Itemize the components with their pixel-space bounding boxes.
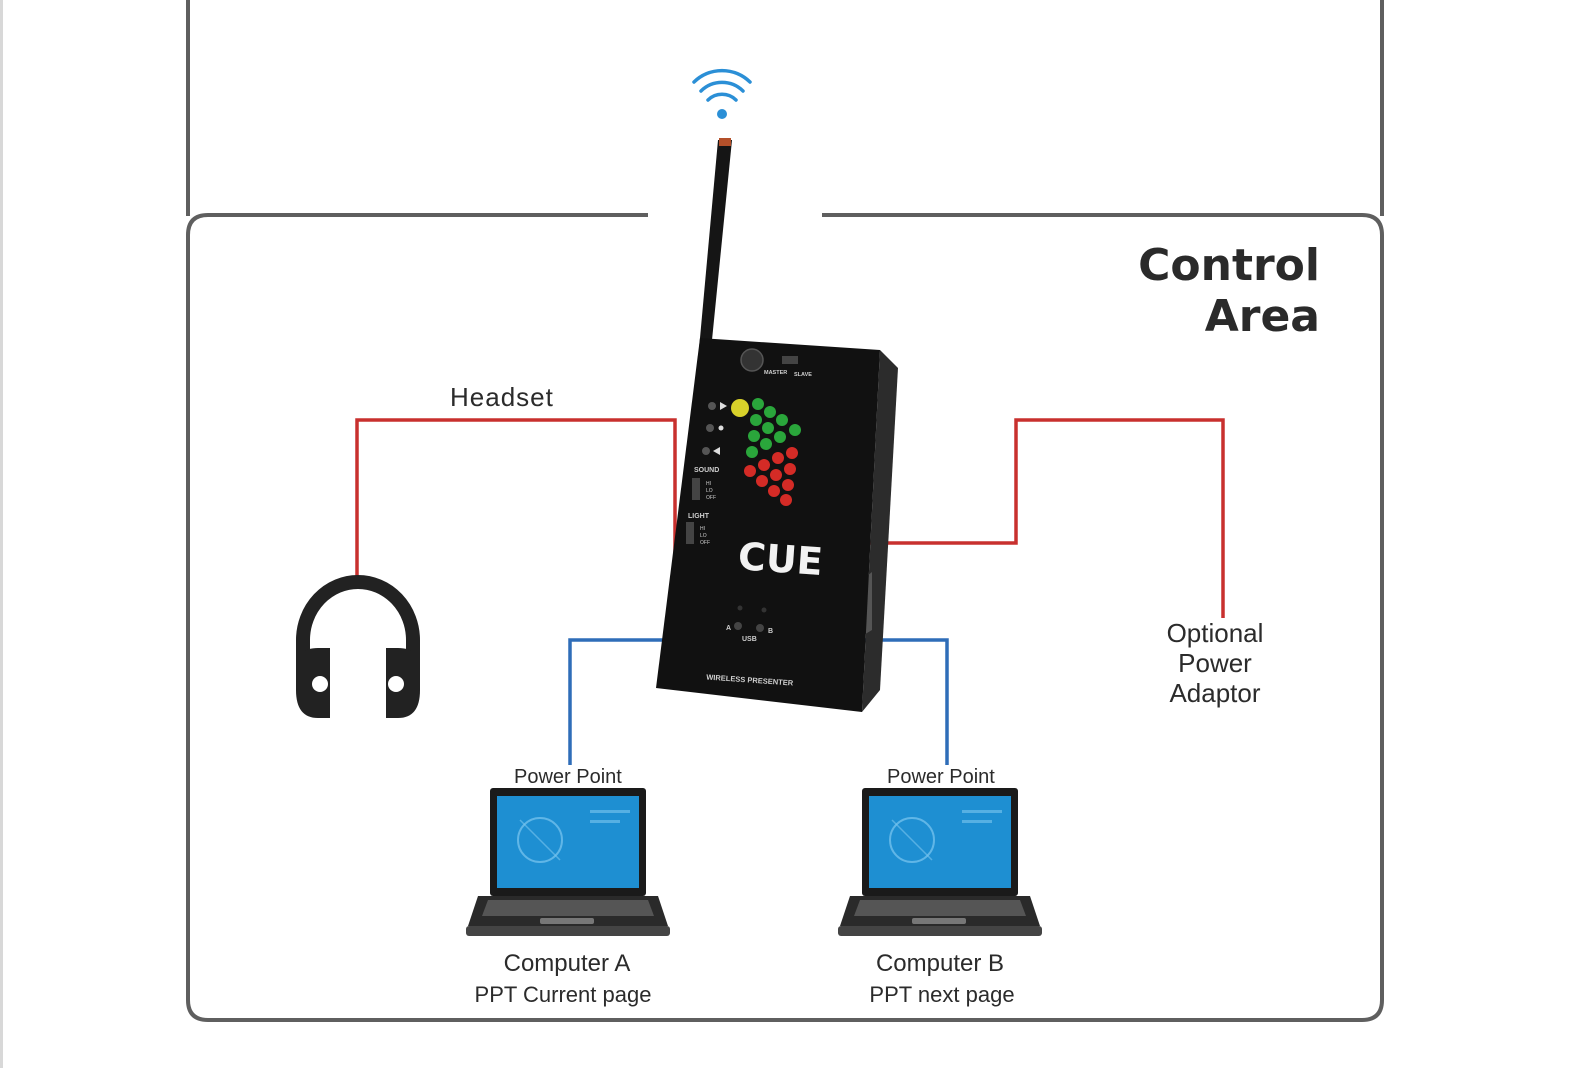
led-array [731, 398, 801, 506]
device-brand: CUE [737, 534, 825, 584]
optional-power-line2: Power [1178, 648, 1252, 678]
sound-label: SOUND [694, 467, 719, 474]
control-area-box [186, 213, 1384, 1022]
usb-wire-b [855, 638, 949, 765]
headset-wire [355, 418, 677, 585]
cue-device: CUE WIRELESS PRESENTER MASTER SLAVE SOUN… [656, 338, 898, 712]
computer-a-page: PPT Current page [474, 982, 652, 1007]
optional-power-line3: Adaptor [1169, 678, 1261, 708]
sound-off: OFF [706, 495, 716, 501]
headphones-icon [296, 575, 420, 718]
frame-lines [186, 0, 1384, 216]
laptop-icon [838, 788, 1042, 936]
light-off: OFF [700, 540, 710, 546]
switch-slave-label: SLAVE [794, 372, 812, 378]
computer-b-app-label: Power Point [887, 766, 995, 788]
optional-power-line1: Optional [1166, 618, 1264, 648]
sound-lo: LO [706, 488, 713, 494]
laptop-icon [466, 788, 670, 936]
usb-label: USB [742, 636, 757, 643]
light-label: LIGHT [688, 513, 710, 520]
control-area-title: Control Area [1138, 240, 1320, 342]
computer-b-page: PPT next page [869, 982, 1015, 1007]
computer-b-name: Computer B [875, 950, 1005, 977]
computer-a-app-label: Power Point [514, 766, 622, 788]
page-left-border [0, 0, 3, 1068]
antenna-icon [698, 138, 732, 368]
usb-a-label: A [726, 625, 731, 632]
power-wire [870, 418, 1225, 618]
computer-a-name: Computer A [503, 950, 631, 977]
usb-b-label: B [768, 628, 773, 635]
light-lo: LO [700, 533, 707, 539]
sound-hi: HI [706, 481, 711, 487]
optional-power-adaptor-label: Optional Power Adaptor [1140, 618, 1290, 708]
usb-wire-a [568, 638, 665, 765]
wifi-signal-icon [692, 68, 752, 119]
headset-label: Headset [450, 382, 554, 412]
switch-master-label: MASTER [764, 370, 787, 376]
light-hi: HI [700, 526, 705, 532]
